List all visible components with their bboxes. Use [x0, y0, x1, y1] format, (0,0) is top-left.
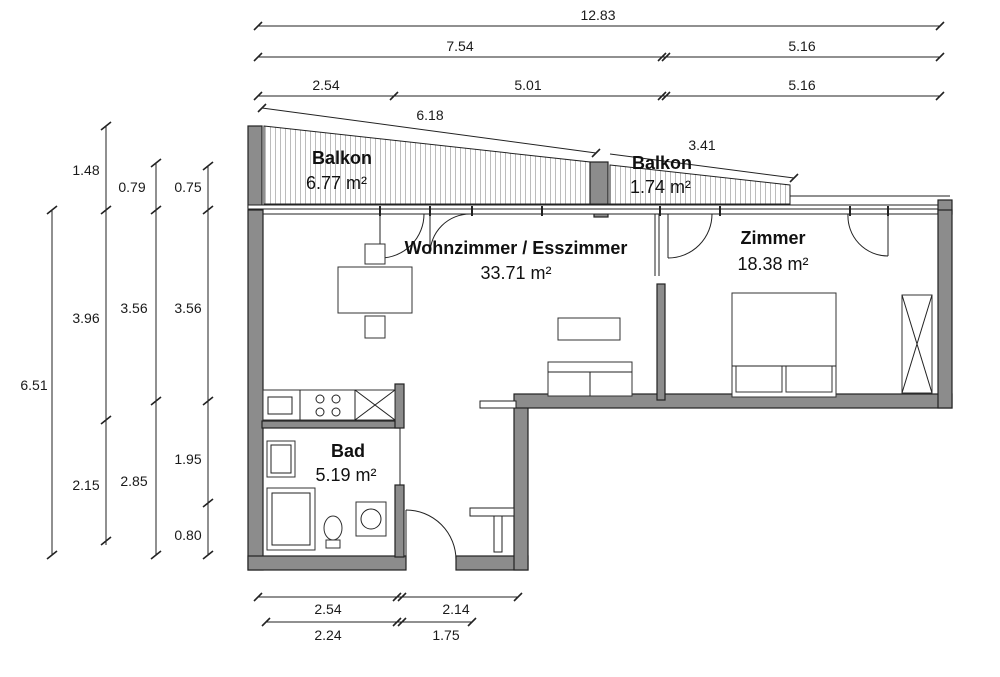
bathroom-fixtures — [266, 440, 387, 551]
dim-balcony-diag-1: 6.18 — [416, 107, 443, 123]
room-wohnzimmer-area: 33.71 m² — [480, 263, 551, 283]
dim-left-col2-c: 2.15 — [72, 477, 99, 493]
room-labels: Balkon 6.77 m² Balkon 1.74 m² Wohnzimmer… — [306, 148, 809, 485]
dim-bottom-row2-a: 2.24 — [314, 627, 341, 643]
dim-left-col4-d: 0.80 — [174, 527, 201, 543]
dim-top-row3-a: 2.54 — [312, 77, 339, 93]
room-bad-area: 5.19 m² — [315, 465, 376, 485]
dining-set — [337, 243, 413, 339]
dim-balcony-diag-2: 3.41 — [688, 137, 715, 153]
dim-left-col3-b: 3.56 — [120, 300, 147, 316]
dim-left-col4-c: 1.95 — [174, 451, 201, 467]
room-zimmer-name: Zimmer — [740, 228, 805, 248]
dim-left-col3-a: 0.79 — [118, 179, 145, 195]
dim-top-row3-b: 5.01 — [514, 77, 541, 93]
room-bad-name: Bad — [331, 441, 365, 461]
bed — [731, 292, 837, 398]
dim-left-col2-a: 1.48 — [72, 162, 99, 178]
top-dimensions: 12.83 7.54 5.16 2.54 5.01 5.16 — [253, 7, 945, 101]
room-balkon-2-area: 1.74 m² — [630, 177, 691, 197]
dim-left-col4-a: 0.75 — [174, 179, 201, 195]
dim-left-col2-b: 3.96 — [72, 310, 99, 326]
room-wohnzimmer-name: Wohnzimmer / Esszimmer — [405, 238, 628, 258]
dim-bottom-row1-a: 2.54 — [314, 601, 341, 617]
walls — [247, 199, 953, 571]
left-dimensions: 6.51 1.48 3.96 2.15 0.79 3.56 2.85 0.75 … — [20, 121, 214, 560]
dim-top-row3-c: 5.16 — [788, 77, 815, 93]
sofa — [547, 361, 633, 397]
wardrobe — [901, 294, 933, 394]
bottom-dimensions: 2.54 2.14 2.24 1.75 — [253, 592, 523, 643]
dim-top-row2-left: 7.54 — [446, 38, 473, 54]
doors — [379, 213, 889, 561]
dim-left-col1-total: 6.51 — [20, 377, 47, 393]
balcony-diagonal-dimensions: 6.18 3.41 — [257, 103, 799, 183]
coffee-table — [557, 317, 621, 341]
room-zimmer-area: 18.38 m² — [737, 254, 808, 274]
dim-top-row2-right: 5.16 — [788, 38, 815, 54]
dim-bottom-row1-b: 2.14 — [442, 601, 469, 617]
dim-left-col3-c: 2.85 — [120, 473, 147, 489]
dim-top-total: 12.83 — [580, 7, 615, 23]
dim-left-col4-b: 3.56 — [174, 300, 201, 316]
dim-bottom-row2-b: 1.75 — [432, 627, 459, 643]
room-balkon-1-name: Balkon — [312, 148, 372, 168]
balcony-left — [247, 125, 591, 209]
room-balkon-2-name: Balkon — [632, 153, 692, 173]
room-balkon-1-area: 6.77 m² — [306, 173, 367, 193]
kitchen-counter — [262, 389, 396, 421]
